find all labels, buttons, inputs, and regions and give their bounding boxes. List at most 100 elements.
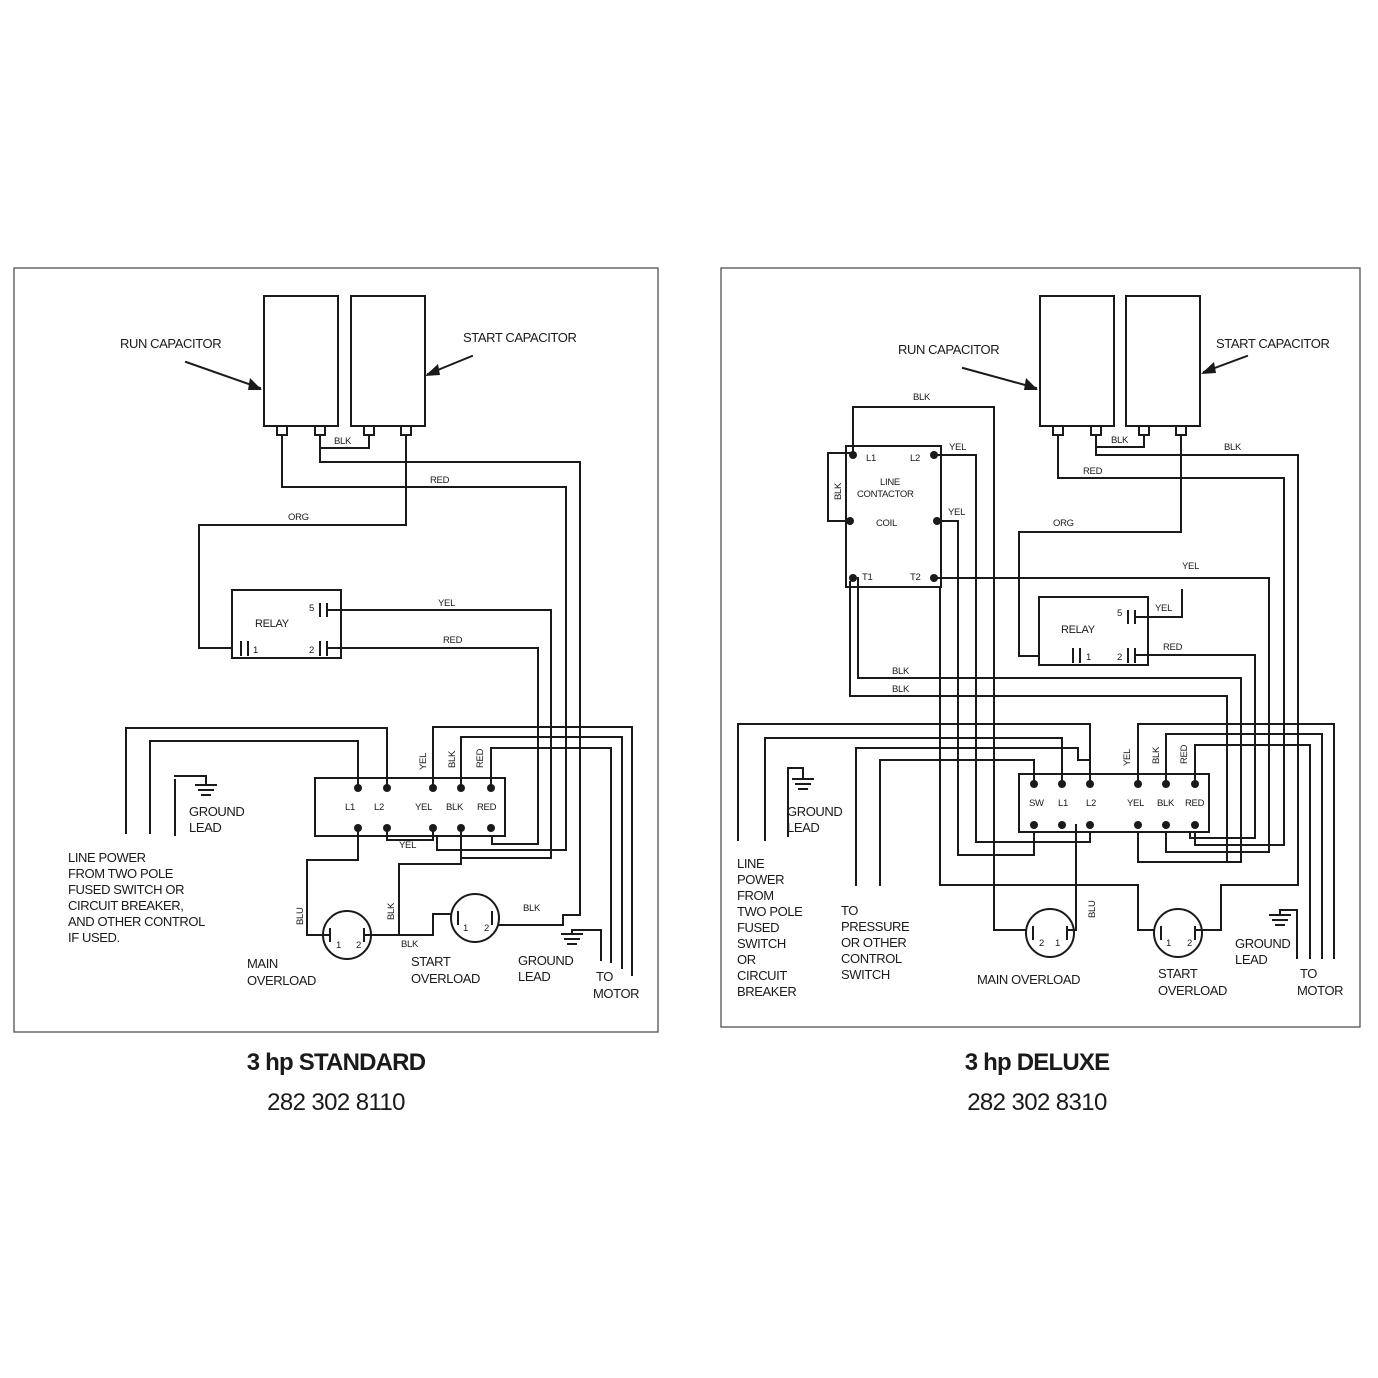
dlx-title: 3 hp DELUXE xyxy=(965,1049,1110,1076)
dlx-wire-start-ol-out xyxy=(1194,884,1222,931)
dlx-wire-yel-t2-label: YEL xyxy=(1182,561,1199,572)
dlx-wire-org-label: ORG xyxy=(1053,518,1074,529)
svg-text:SWITCH: SWITCH xyxy=(841,967,890,982)
std-terminal-labels: L1 L2 YEL BLK RED xyxy=(345,802,497,813)
svg-text:LINE: LINE xyxy=(737,856,765,871)
dlx-relay-t5-label: 5 xyxy=(1117,608,1122,619)
dlx-wire-blk-2-label: BLK xyxy=(892,684,910,695)
dlx-wire-blu xyxy=(1066,824,1077,931)
std-wire-blu-label: BLU xyxy=(295,907,306,925)
std-main-ol-pin-2: 2 xyxy=(356,940,361,951)
dlx-wire-line-l2 xyxy=(737,723,1091,841)
dlx-run-cap-arrowhead xyxy=(1024,378,1038,390)
std-start-cap-terminal-2 xyxy=(400,425,412,436)
svg-text:FUSED SWITCH OR: FUSED SWITCH OR xyxy=(68,882,184,897)
std-terminal-blk: BLK xyxy=(446,802,464,813)
dlx-terminal-red: RED xyxy=(1185,798,1205,809)
std-start-overload-label-2: OVERLOAD xyxy=(411,971,480,986)
svg-text:IF USED.: IF USED. xyxy=(68,930,120,945)
std-main-overload-label-1: MAIN xyxy=(247,956,278,971)
std-start-ol-pin-2: 2 xyxy=(484,923,489,934)
dlx-wire-blk-right xyxy=(1095,446,1299,886)
dlx-wire-blk-2 xyxy=(849,581,1228,863)
dlx-wire-yel-vert-label: YEL xyxy=(1122,749,1133,766)
std-terminal-l2: L2 xyxy=(374,802,384,813)
std-wire-blk-start xyxy=(319,447,581,926)
std-start-capacitor-label: START CAPACITOR xyxy=(463,330,576,345)
svg-text:FUSED: FUSED xyxy=(737,920,779,935)
std-wire-blk-bottom-label: BLK xyxy=(401,939,419,950)
svg-text:CONTROL: CONTROL xyxy=(841,951,902,966)
svg-text:OR: OR xyxy=(737,952,756,967)
dlx-start-capacitor xyxy=(1125,295,1201,427)
dlx-contactor-l2: L2 xyxy=(910,453,920,464)
std-run-cap-terminal-1 xyxy=(276,425,288,436)
std-wire-red-top-label: RED xyxy=(475,748,486,768)
std-relay-t5-label: 5 xyxy=(309,603,314,614)
std-title: 3 hp STANDARD xyxy=(247,1049,426,1076)
std-wire-motor-yel xyxy=(432,726,633,976)
dlx-wire-blk-1 xyxy=(857,577,1242,863)
std-part-number: 282 302 8110 xyxy=(267,1089,405,1116)
dlx-wire-yel-l2-label: YEL xyxy=(949,442,966,453)
dlx-relay-t1-label: 1 xyxy=(1086,652,1091,663)
std-start-overload-label-1: START xyxy=(411,954,451,969)
std-wire-yel-bottom-label: YEL xyxy=(399,840,416,851)
dlx-wire-to-start-ol xyxy=(939,586,1159,931)
dlx-wire-blu-label: BLU xyxy=(1087,900,1098,918)
dlx-relay xyxy=(1038,596,1149,666)
dlx-wire-red-relay xyxy=(1134,654,1256,839)
dlx-contactor-name-1: LINE xyxy=(880,477,900,488)
std-line-power-label: LINE POWER FROM TWO POLE FUSED SWITCH OR… xyxy=(68,850,206,945)
dlx-terminal-labels: SW L1 L2 YEL BLK RED xyxy=(1029,798,1205,809)
svg-text:BREAKER: BREAKER xyxy=(737,984,796,999)
std-run-cap-arrowhead xyxy=(248,378,262,390)
std-wire-red-run xyxy=(281,434,567,851)
std-motor-ground-label-2: LEAD xyxy=(518,969,550,984)
dlx-start-ol-pin-2: 2 xyxy=(1187,938,1192,949)
svg-text:CIRCUIT: CIRCUIT xyxy=(737,968,787,983)
dlx-wire-yel-coil-label: YEL xyxy=(948,507,965,518)
dlx-wire-yel-relay-label: YEL xyxy=(1155,603,1172,614)
svg-text:OR OTHER: OR OTHER xyxy=(841,935,906,950)
dlx-wire-blk-vert-label: BLK xyxy=(1151,746,1162,764)
dlx-wire-motor-red xyxy=(1194,744,1311,959)
dlx-contactor-coil: COIL xyxy=(876,518,897,529)
dlx-wire-yel-relay xyxy=(1134,589,1183,618)
svg-text:TWO POLE: TWO POLE xyxy=(737,904,803,919)
std-wire-yel-top-label: YEL xyxy=(418,753,429,770)
svg-text:POWER: POWER xyxy=(737,872,784,887)
std-terminal-l1: L1 xyxy=(345,802,355,813)
dlx-wire-red-vert-label: RED xyxy=(1179,744,1190,764)
dlx-main-ol-pin-1: 1 xyxy=(1055,938,1060,949)
dlx-part-number: 282 302 8310 xyxy=(967,1089,1107,1116)
dlx-wire-blk-caps-label: BLK xyxy=(1111,435,1129,446)
dlx-ground-label-1: GROUND xyxy=(787,804,842,819)
std-ground-label-1: GROUND xyxy=(189,804,244,819)
dlx-motor-ground-label-1: GROUND xyxy=(1235,936,1290,951)
std-main-ol-pin-1: 1 xyxy=(336,940,341,951)
dlx-start-cap-terminal-1 xyxy=(1138,425,1150,436)
std-run-capacitor xyxy=(263,295,339,427)
svg-text:LINE POWER: LINE POWER xyxy=(68,850,146,865)
std-to-motor-label-1: TO xyxy=(596,969,613,984)
std-wire-red-label: RED xyxy=(430,475,450,486)
dlx-terminal-l2: L2 xyxy=(1086,798,1096,809)
dlx-contactor-l1: L1 xyxy=(866,453,876,464)
std-start-overload xyxy=(450,893,500,943)
dlx-start-overload-label-1: START xyxy=(1158,966,1198,981)
dlx-terminal-yel: YEL xyxy=(1127,798,1144,809)
dlx-wire-yel-l2 xyxy=(933,454,1091,843)
dlx-wire-line-l1 xyxy=(764,737,1063,841)
dlx-run-cap-arrow xyxy=(961,366,1038,390)
std-wire-blk-main-label: BLK xyxy=(386,902,397,920)
dlx-wire-pressure-1 xyxy=(855,747,1091,886)
dlx-wire-yel-t2 xyxy=(933,577,1270,853)
std-wire-blk-caps xyxy=(319,434,370,449)
std-start-cap-arrowhead xyxy=(425,364,440,376)
dlx-wire-blk-right-label: BLK xyxy=(1224,442,1242,453)
std-motor-ground-label-1: GROUND xyxy=(518,953,573,968)
std-ground-wire-top xyxy=(174,775,207,785)
std-start-ol-pin-1: 1 xyxy=(463,923,468,934)
